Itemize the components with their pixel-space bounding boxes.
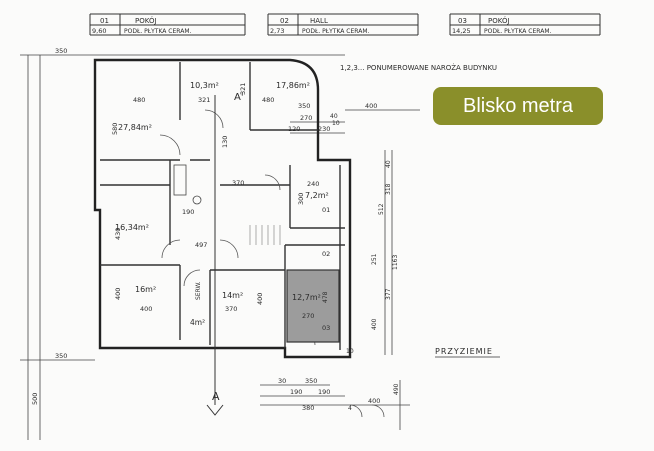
section-mark-top: A' [234, 92, 244, 103]
legend-area-2: 2,73 [270, 27, 284, 35]
room-tag-03: 03 [322, 324, 330, 332]
dim-label: 321 [239, 83, 247, 95]
dim-label: 500 [31, 393, 39, 405]
dim-label: 400 [114, 288, 122, 300]
dim-label: 400 [365, 102, 377, 110]
room-area-8: 12,7m² [292, 293, 321, 302]
dim-label: 377 [385, 288, 392, 300]
legend-name-1: POKÓJ [135, 16, 157, 25]
dim-label: 370 [225, 305, 237, 313]
legend-floor-2: PODŁ. PŁYTKA CERAM. [302, 28, 369, 35]
dim-label: 400 [256, 293, 264, 305]
room-area-1: 10,3m² [190, 81, 219, 90]
toilet [192, 195, 202, 205]
dim-label: 430 [114, 228, 122, 240]
room-area-5: 7,2m² [305, 191, 329, 200]
room-area-9: 4m² [190, 318, 205, 327]
dim-label: 190 [182, 208, 194, 216]
legend-area-3: 14,25 [452, 27, 471, 35]
stairs [249, 225, 281, 245]
legend-no-3: 03 [458, 17, 467, 25]
interior-walls [100, 62, 345, 350]
dim-label: 400 [140, 305, 152, 313]
room-area-3: 27,84m² [118, 123, 152, 132]
section-line [206, 95, 224, 416]
dim-label: 350 [55, 352, 67, 360]
dim-label: 300 [297, 193, 305, 205]
room-area-7: 14m² [222, 291, 243, 300]
exterior-walls [93, 58, 352, 359]
dim-label: 240 [307, 180, 319, 188]
legend-no-1: 01 [100, 17, 109, 25]
dim-label: 40 [330, 113, 338, 120]
legend-name-3: POKÓJ [488, 16, 510, 25]
dim-label: 321 [198, 96, 210, 104]
corner-note: 1,2,3... PONUMEROWANE NAROŻA BUDYNKU [340, 63, 497, 72]
room-tag-02: 02 [322, 250, 330, 258]
dim-label: 478 [322, 291, 329, 303]
room-area-2: 17,86m² [276, 81, 310, 90]
legend-name-2: HALL [310, 17, 328, 25]
legend-area-1: 9,60 [92, 27, 106, 35]
dim-label: 270 [302, 312, 314, 320]
dim-label: 350 [55, 47, 67, 55]
room-area-4: 16,34m² [115, 223, 149, 232]
dim-label: 480 [262, 96, 274, 104]
dim-label: 4 [348, 405, 352, 412]
dim-label: 251 [371, 253, 378, 265]
dim-label: 497 [195, 241, 207, 249]
floor-title: PRZYZIEMIE [435, 347, 493, 356]
legend-floor-3: PODŁ. PŁYTKA CERAM. [484, 28, 551, 35]
dimension-lines [20, 54, 420, 440]
dim-label: 400 [371, 318, 378, 330]
room-serw: SERW. [195, 281, 202, 300]
dim-label: 350 [305, 377, 317, 385]
dim-label: 230 [318, 125, 330, 133]
dim-label: 130 [221, 136, 229, 148]
dim-label: 120 [288, 125, 300, 133]
dim-label: 400 [368, 397, 380, 405]
dim-label: 190 [318, 388, 330, 396]
legend-floor-1: PODŁ. PŁYTKA CERAM. [124, 28, 191, 35]
dim-label: 30 [278, 377, 286, 385]
dim-label: 380 [302, 404, 314, 412]
dim-label: 10 [346, 348, 354, 355]
dim-label: 40 [385, 160, 392, 168]
room-area-6: 16m² [135, 285, 156, 294]
dim-label: 270 [300, 114, 312, 122]
section-mark-bottom: A [212, 390, 220, 403]
bathtub [173, 164, 187, 196]
dim-label: 580 [111, 123, 119, 135]
dim-label: 480 [133, 96, 145, 104]
dim-label: 1163 [392, 255, 399, 270]
dim-label: 370 [232, 179, 244, 187]
dim-label: 190 [290, 388, 302, 396]
dim-label: 318 [385, 183, 392, 195]
promo-badge: Blisko metra [433, 87, 603, 125]
highlighted-room [286, 269, 340, 343]
room-tag-01: 01 [322, 206, 330, 214]
dim-label: 512 [378, 203, 385, 215]
dim-label: 490 [393, 383, 400, 395]
legend-no-2: 02 [280, 17, 289, 25]
dim-label: 350 [298, 102, 310, 110]
dim-label: 10 [332, 120, 340, 127]
legend [89, 13, 601, 36]
